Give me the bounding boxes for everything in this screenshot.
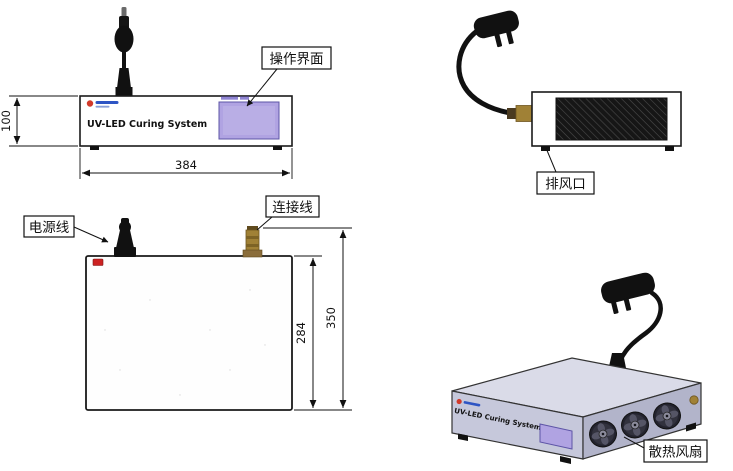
cord-strain-relief — [117, 68, 131, 88]
iso-power-plug — [601, 272, 663, 377]
plug-head — [601, 272, 655, 314]
brand-logo-text-mark — [95, 101, 119, 104]
cord-wire — [456, 28, 513, 116]
dim-value-top-depth: 284 — [294, 322, 308, 344]
top-cable-connector — [242, 226, 263, 258]
connector-tip — [507, 108, 517, 119]
connector-cap — [247, 226, 258, 231]
rear-power-plug — [456, 10, 519, 116]
front-view: UV-LED Curing System 操作界面 100 384 — [0, 7, 332, 179]
rear-foot-right — [665, 146, 674, 151]
surface-texture — [104, 289, 266, 396]
brand-logo-icon — [456, 398, 462, 405]
connector-cylinder — [245, 229, 260, 253]
leader-line — [246, 68, 278, 107]
cord-gland-base — [115, 87, 133, 96]
connector-band — [246, 244, 259, 247]
power-indicator-button — [92, 258, 104, 266]
leader-line — [73, 226, 109, 243]
label-exhaust-vent: 排风口 — [536, 147, 595, 195]
label-text-cooling-fan: 散热风扇 — [649, 445, 703, 461]
label-cooling-fan: 散热风扇 — [623, 436, 708, 463]
plug-prong — [494, 32, 503, 48]
front-device-title: UV-LED Curing System — [87, 119, 207, 130]
brand-logo-text-mark — [463, 401, 481, 407]
label-power-cable: 电源线 — [23, 215, 109, 243]
iso-view: UV-LED Curing System 散热风扇 — [451, 272, 708, 464]
connector-band — [246, 236, 259, 239]
plug-prong — [505, 29, 514, 45]
label-box — [23, 215, 75, 238]
label-box — [536, 171, 595, 195]
plug-prong — [623, 297, 632, 311]
top-power-gland — [114, 218, 136, 257]
iso-side-connector — [689, 395, 699, 405]
iso-foot — [560, 456, 571, 464]
label-connection-cable: 连接线 — [256, 195, 320, 231]
label-text-connection-cable: 连接线 — [272, 199, 313, 216]
screen-glare — [223, 106, 275, 135]
dim-front-width: 384 — [79, 148, 293, 179]
exhaust-vent-grille — [555, 97, 668, 141]
iso-foot — [458, 433, 468, 441]
gland-cone — [116, 230, 134, 248]
top-view: 电源线 连接线 284 350 — [23, 195, 352, 411]
front-foot-left — [90, 146, 99, 150]
dim-front-height: 100 — [0, 95, 78, 147]
label-box — [265, 195, 320, 218]
top-body — [85, 255, 293, 411]
plug-body — [601, 272, 655, 304]
label-text-power-cable: 电源线 — [29, 220, 70, 236]
brand-logo — [86, 100, 119, 108]
connector-base — [242, 249, 263, 258]
label-operation-interface: 操作界面 — [246, 46, 332, 107]
front-foot-right — [273, 146, 282, 150]
brand-logo-subtext-mark — [95, 105, 110, 108]
rear-cable-connector — [507, 105, 534, 122]
dim-top-depth: 284 — [294, 255, 352, 411]
gland-base — [114, 247, 136, 257]
dim-value-front-width: 384 — [175, 158, 197, 172]
label-box — [643, 439, 708, 463]
iso-screen — [539, 423, 573, 450]
connector-brass — [515, 105, 534, 122]
cord-wire — [615, 290, 663, 374]
plug-neck — [119, 16, 129, 29]
plug-body — [114, 25, 134, 53]
screen-model-mark2 — [240, 96, 249, 100]
iso-foot — [686, 422, 696, 432]
label-text-exhaust-vent: 排风口 — [545, 177, 586, 193]
rear-view: 排风口 — [456, 10, 682, 195]
screen-model-mark — [221, 96, 238, 100]
plug-head — [473, 10, 519, 48]
leader-line — [623, 436, 647, 450]
rear-foot-left — [541, 146, 550, 151]
dim-value-front-height: 100 — [0, 110, 13, 132]
dim-top-total-depth: 350 — [263, 227, 352, 408]
leader-line — [256, 216, 273, 231]
leader-line — [545, 147, 557, 173]
brand-logo-icon — [86, 100, 94, 107]
label-text-operation-interface: 操作界面 — [270, 52, 324, 68]
label-box — [261, 46, 332, 70]
plug-prong — [610, 300, 619, 314]
dim-value-top-total-depth: 350 — [324, 307, 338, 329]
front-power-cord — [114, 7, 134, 96]
